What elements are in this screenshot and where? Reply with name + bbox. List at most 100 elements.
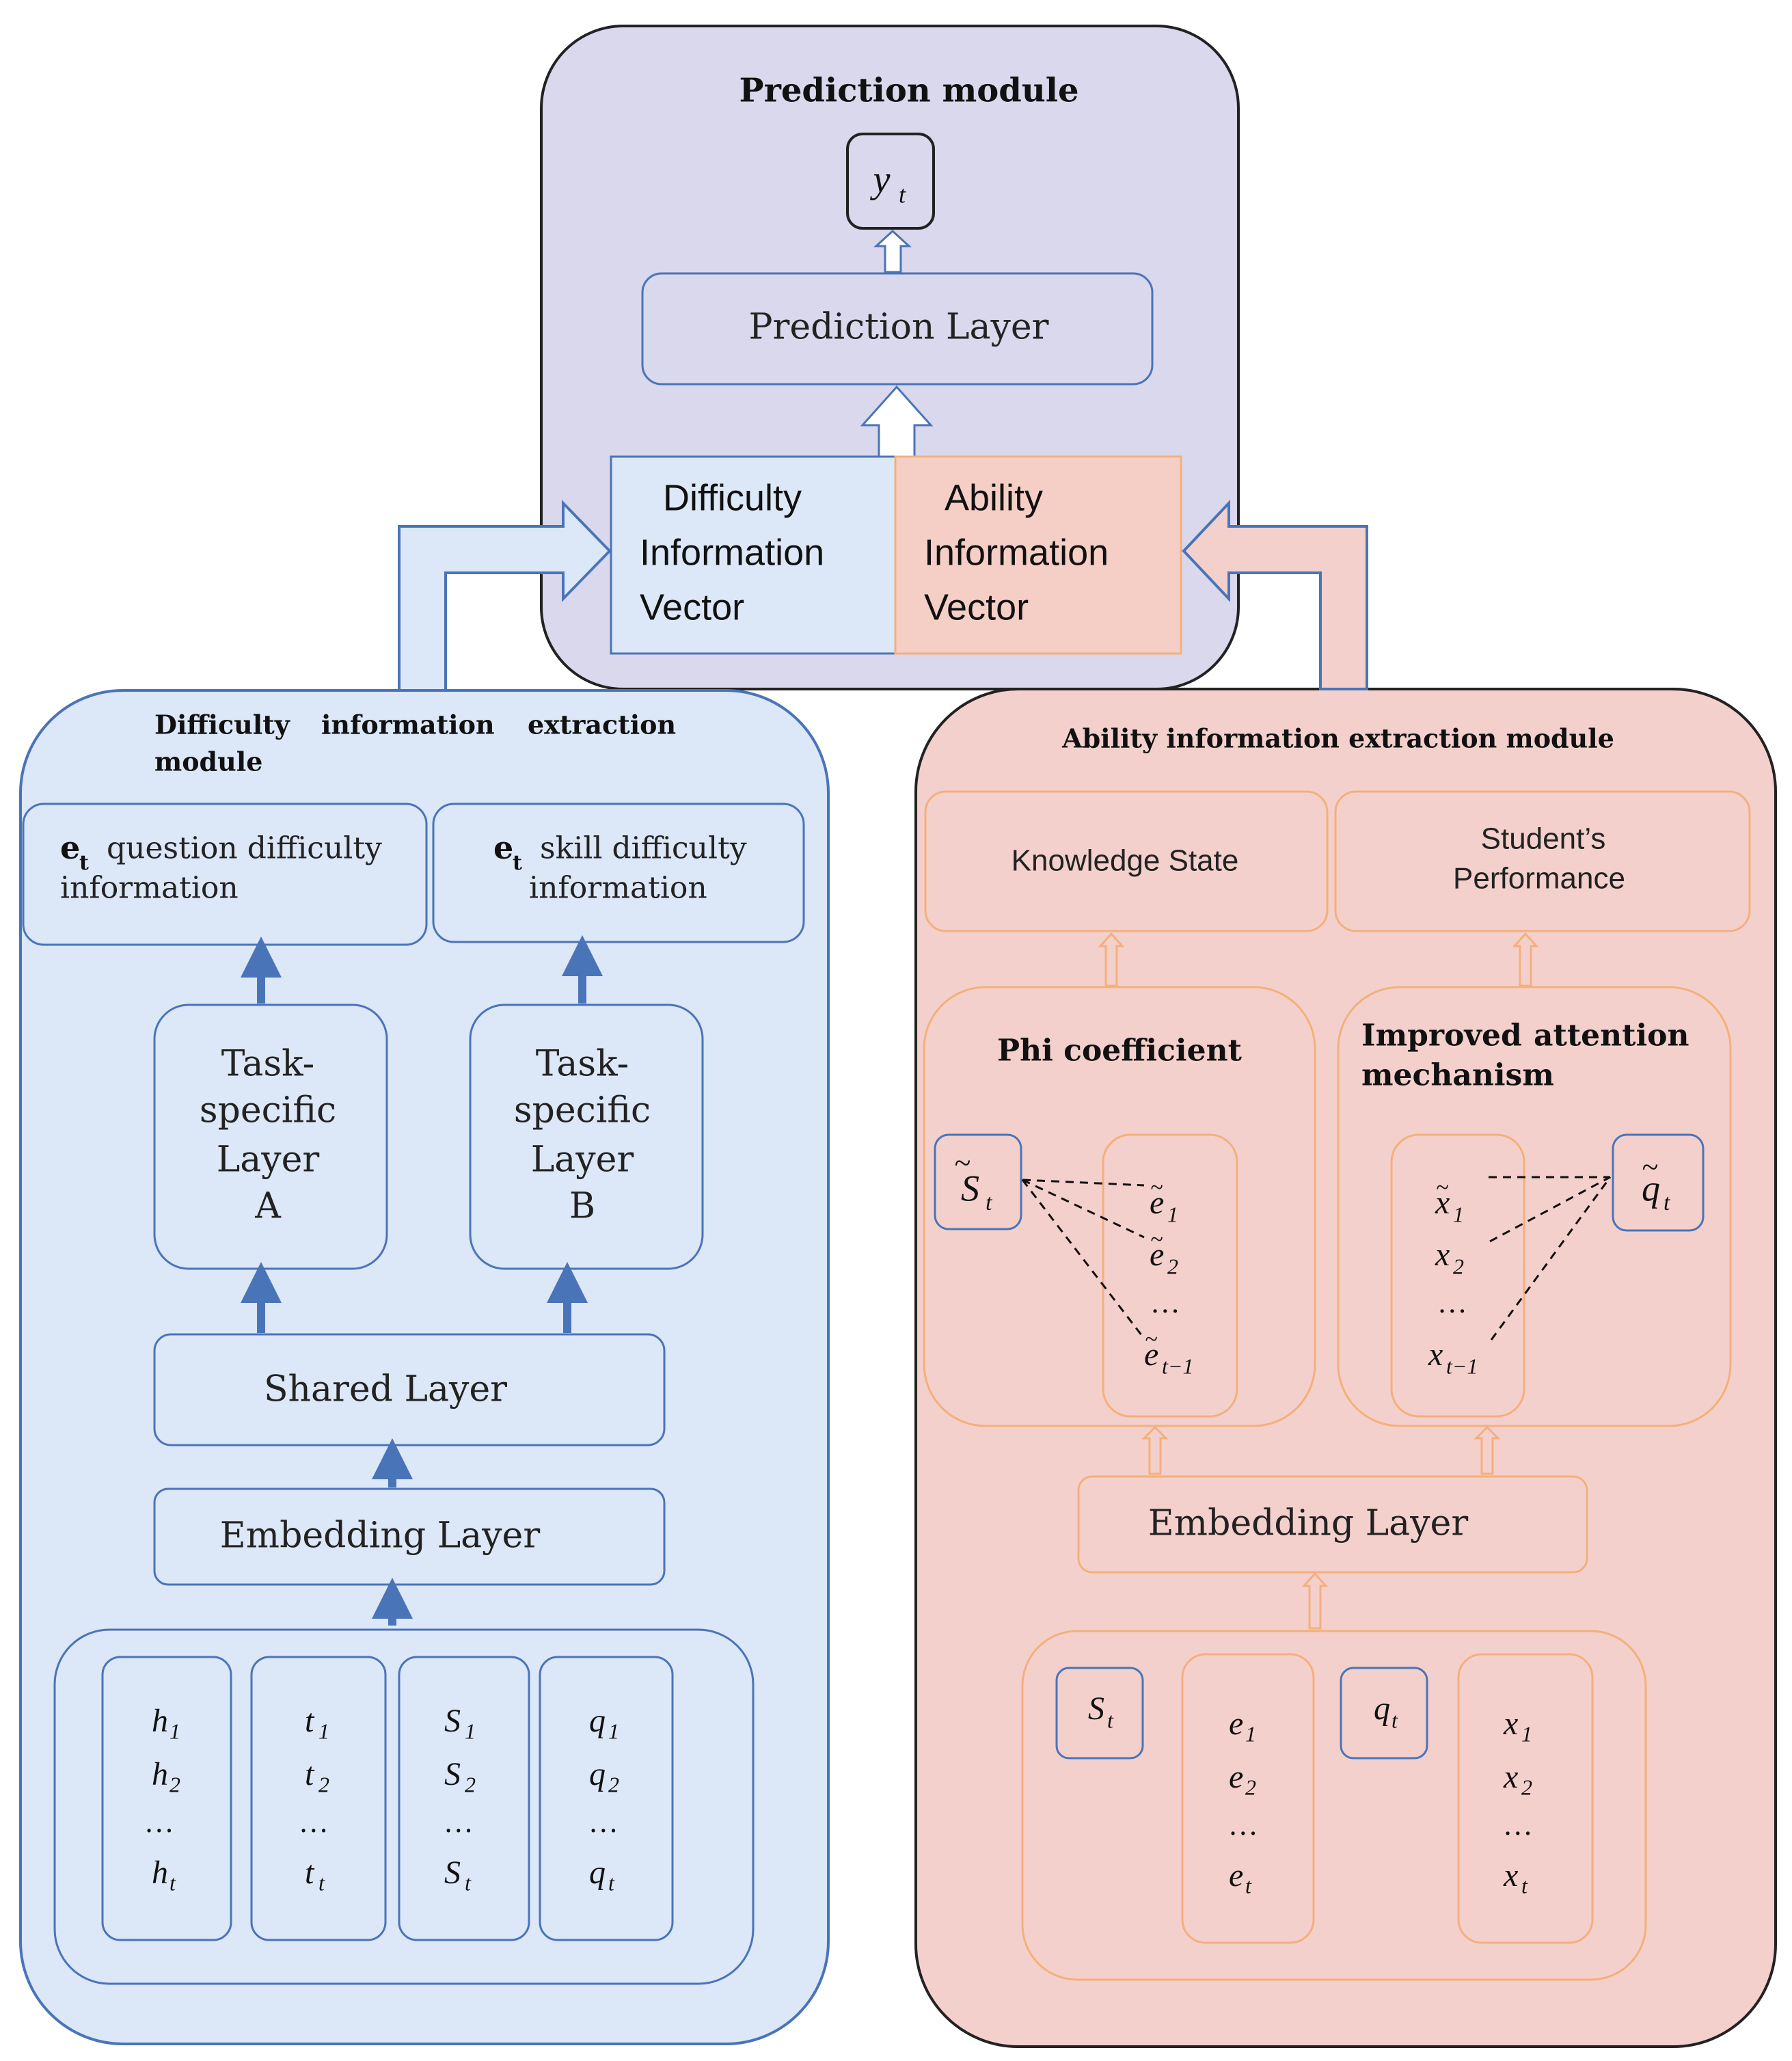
svg-text:Embedding Layer: Embedding Layer [1148,1503,1469,1544]
svg-text:x: x [1503,1706,1518,1742]
svg-text:Information: Information [924,532,1109,573]
svg-text:Task-: Task- [221,1044,315,1085]
svg-text:Shared Layer: Shared Layer [264,1369,507,1410]
svg-text:e: e [1144,1336,1158,1373]
prediction-layer: Prediction Layer [641,272,1154,386]
svg-text:t: t [305,1756,315,1792]
ability-input-x: x 1 x 2 … x t [1457,1653,1594,1944]
question-difficulty-box: e t question difficulty information [22,803,428,946]
svg-text:Layer: Layer [217,1140,320,1181]
svg-text:2: 2 [465,1772,476,1796]
attn-target-node [1612,1133,1705,1232]
svg-text:information: information [321,710,495,740]
svg-text:~: ~ [1150,1175,1163,1200]
svg-text:x: x [1435,1237,1450,1273]
svg-text:t: t [513,851,522,875]
svg-text:~: ~ [1642,1150,1658,1184]
task-specific-layer-b: Task- specific Layer B [469,1003,704,1270]
svg-text:e: e [493,829,513,866]
svg-text:t: t [1391,1708,1398,1732]
svg-text:Information: Information [640,532,824,573]
input-column-s: S 1 S 2 … S t [398,1656,530,1941]
svg-text:1: 1 [1521,1721,1532,1746]
svg-text:Layer: Layer [531,1140,634,1181]
svg-text:e: e [1229,1759,1243,1795]
svg-text:B: B [569,1186,595,1227]
difficulty-module-title: Difficulty information extraction module [154,710,676,777]
svg-text:…: … [1152,1286,1179,1319]
phi-dashed-links [1021,1178,1145,1339]
svg-text:t: t [169,1870,176,1895]
difficulty-flow-arrows [241,935,603,1626]
svg-text:t: t [305,1855,315,1891]
svg-text:S: S [444,1703,461,1739]
svg-text:information: information [529,871,707,906]
svg-text:Prediction Layer: Prediction Layer [748,307,1048,348]
svg-text:Student’s: Student’s [1481,822,1606,856]
svg-text:t: t [1521,1873,1528,1898]
svg-text:S: S [1088,1690,1104,1727]
svg-text:Phi coefficient: Phi coefficient [997,1034,1243,1068]
svg-text:e: e [1229,1857,1243,1894]
svg-text:attention: attention [1534,1019,1689,1053]
svg-text:…: … [1439,1286,1466,1319]
ability-input-s: S t [1055,1667,1144,1760]
svg-text:t: t [1107,1708,1114,1732]
task-specific-layer-a: Task- specific Layer A [153,1003,388,1270]
svg-text:…: … [146,1805,173,1839]
prediction-module-title: Prediction module [739,72,1078,110]
attn-items-box [1390,1133,1525,1418]
svg-text:1: 1 [169,1719,180,1743]
phi-coefficient-box: Phi coefficient S ~ t e ~ 1 e ~ 2 … e ~ … [923,986,1316,1427]
svg-text:q: q [1642,1168,1660,1209]
prediction-module: Prediction module y t Prediction Layer D… [540,25,1240,690]
svg-text:y: y [870,159,891,201]
svg-text:Difficulty: Difficulty [663,477,802,518]
ability-module-title: Ability information extraction module [1061,723,1614,754]
svg-text:t: t [465,1870,472,1895]
svg-text:h: h [152,1703,168,1739]
svg-text:h: h [152,1756,168,1792]
svg-text:e: e [1229,1706,1243,1742]
svg-text:Improved: Improved [1361,1019,1522,1053]
svg-text:t: t [1664,1190,1671,1215]
svg-text:t: t [986,1190,993,1215]
svg-text:Ability: Ability [945,477,1043,518]
input-column-t: t 1 t 2 … t t [250,1656,387,1941]
ability-information-vector: Ability Information Vector [894,455,1182,655]
svg-text:information: information [60,871,239,906]
svg-text:~: ~ [1150,1227,1163,1252]
svg-text:1: 1 [318,1719,329,1743]
ability-embedding-layer: Embedding Layer [1077,1475,1588,1574]
difficulty-information-vector: Difficulty Information Vector [610,455,897,655]
svg-text:1: 1 [608,1719,619,1743]
svg-text:extraction: extraction [528,710,676,740]
ability-module: Ability information extraction module Kn… [914,688,1777,2048]
arrow-to-output [873,229,912,273]
svg-text:~: ~ [1145,1327,1157,1352]
svg-text:…: … [1230,1808,1257,1842]
svg-text:1: 1 [1167,1202,1178,1226]
svg-text:~: ~ [954,1146,970,1180]
svg-text:Embedding Layer: Embedding Layer [220,1516,541,1557]
output-y-node: y t [846,133,935,230]
knowledge-state-box: Knowledge State [924,790,1329,932]
svg-text:Difficulty: Difficulty [154,710,290,740]
svg-text:question difficulty: question difficulty [107,831,382,866]
svg-text:Performance: Performance [1453,862,1625,895]
svg-text:mechanism: mechanism [1361,1058,1554,1093]
svg-text:2: 2 [1167,1254,1178,1278]
svg-text:S: S [444,1855,461,1891]
svg-text:specific: specific [514,1090,651,1131]
svg-text:t: t [305,1703,315,1739]
svg-text:2: 2 [1245,1775,1256,1799]
svg-text:A: A [254,1186,282,1227]
svg-text:…: … [590,1805,617,1839]
svg-text:2: 2 [318,1772,329,1796]
skill-difficulty-box: e t skill difficulty information [432,803,805,943]
svg-text:2: 2 [169,1772,180,1796]
student-performance-box: Student’s Performance [1334,790,1751,932]
svg-text:x: x [1435,1185,1450,1221]
improved-attention-box: Improved attention mechanism x ~ 1 x 2 …… [1337,986,1732,1427]
